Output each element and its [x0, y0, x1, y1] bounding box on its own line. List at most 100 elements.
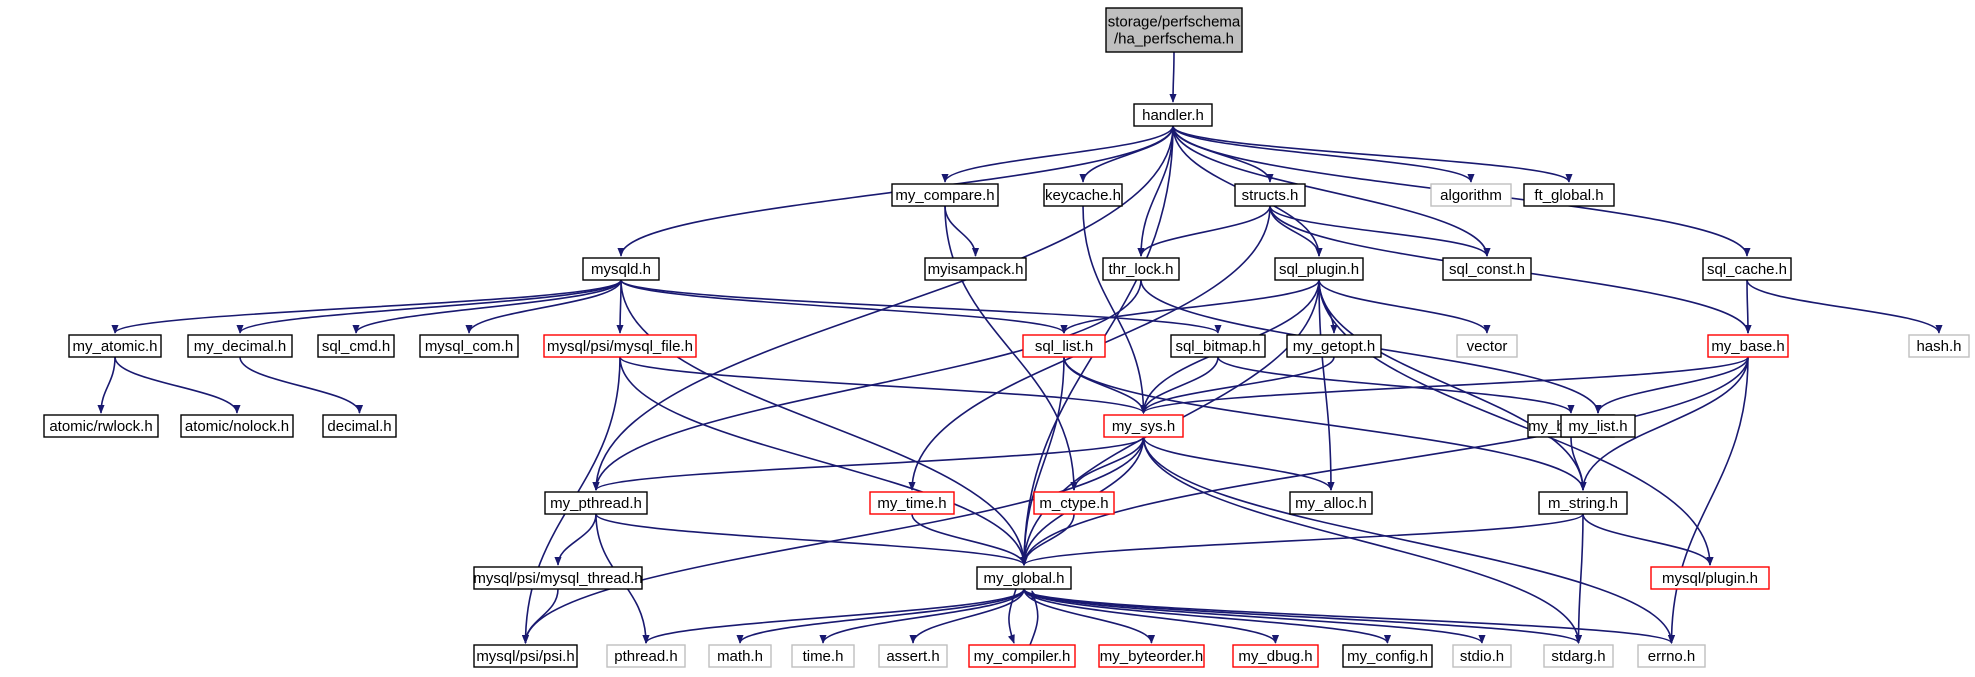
node-my-base[interactable]: my_base.h: [1707, 334, 1789, 358]
node-box: [1707, 334, 1789, 358]
edge-sql_plugin-to-vector: [1318, 279, 1491, 334]
edge-sql_cache-to-hash: [1746, 279, 1943, 334]
node-my-time[interactable]: my_time.h: [869, 491, 955, 515]
node-m-string[interactable]: m_string.h: [1538, 491, 1628, 515]
node-my-getopt[interactable]: my_getopt.h: [1286, 334, 1382, 358]
node-sql-cache[interactable]: sql_cache.h: [1702, 257, 1792, 281]
node-thr-lock[interactable]: thr_lock.h: [1102, 257, 1180, 281]
dependency-edge: [1029, 590, 1039, 646]
edge-sql_plugin-to-my_alloc: [1318, 279, 1335, 491]
node-vector[interactable]: vector: [1456, 334, 1518, 358]
node-m-ctype[interactable]: m_ctype.h: [1033, 491, 1115, 515]
node-keycache[interactable]: keycache.h: [1043, 183, 1123, 207]
edge-my_global-to-assert: [909, 588, 1025, 644]
node-decimal[interactable]: decimal.h: [322, 414, 397, 438]
node-stdarg[interactable]: stdarg.h: [1543, 644, 1614, 668]
edge-m_string-to-stdarg: [1574, 513, 1584, 644]
node-box: [791, 644, 855, 668]
node-box: [68, 334, 162, 358]
node-my-alloc[interactable]: my_alloc.h: [1289, 491, 1373, 515]
node-mysql-thread[interactable]: mysql/psi/mysql_thread.h: [473, 566, 643, 590]
node-my-global[interactable]: my_global.h: [976, 566, 1072, 590]
node-structs[interactable]: structs.h: [1234, 183, 1306, 207]
edge-mysqld-to-mysql_com: [465, 279, 622, 334]
dependency-edge: [1020, 513, 1584, 566]
edge-my_sys-to-my_alloc: [1142, 436, 1335, 491]
node-time[interactable]: time.h: [791, 644, 855, 668]
node-box: [1103, 414, 1184, 438]
dependency-edge: [620, 279, 1068, 334]
node-box: [1105, 7, 1243, 53]
node-my-compare[interactable]: my_compare.h: [891, 183, 999, 207]
dependency-edge: [1570, 436, 1587, 491]
node-box: [1022, 334, 1106, 358]
node-my-dbug[interactable]: my_dbug.h: [1232, 644, 1319, 668]
node-mysql-file[interactable]: mysql/psi/mysql_file.h: [543, 334, 697, 358]
dependency-edge: [239, 356, 364, 414]
edge-mysqld-to-my_global: [620, 279, 1028, 566]
node-my-byteorder[interactable]: my_byteorder.h: [1098, 644, 1205, 668]
node-sql-plugin[interactable]: sql_plugin.h: [1274, 257, 1364, 281]
node-label: structs.h: [1242, 187, 1299, 204]
node-psi[interactable]: mysql/psi/psi.h: [473, 644, 578, 668]
node-label: my_time.h: [877, 495, 946, 512]
node-algorithm[interactable]: algorithm: [1430, 183, 1512, 207]
node-my-config[interactable]: my_config.h: [1342, 644, 1433, 668]
node-stdio[interactable]: stdio.h: [1452, 644, 1512, 668]
node-my-list[interactable]: my_list.h: [1560, 414, 1636, 438]
node-label: my_byteorder.h: [1100, 648, 1203, 665]
node-atomic-nolock[interactable]: atomic/nolock.h: [180, 414, 294, 438]
node-sql-cmd[interactable]: sql_cmd.h: [317, 334, 395, 358]
node-my-pthread[interactable]: my_pthread.h: [544, 491, 648, 515]
node-label: my_base.h: [1711, 338, 1784, 355]
dependency-edge: [595, 513, 1028, 566]
node-pthread[interactable]: pthread.h: [606, 644, 686, 668]
node-label: thr_lock.h: [1108, 261, 1173, 278]
edge-mysqld-to-my_atomic: [111, 279, 622, 334]
node-label: stdio.h: [1460, 648, 1504, 665]
node-handler[interactable]: handler.h: [1133, 103, 1213, 127]
node-assert[interactable]: assert.h: [878, 644, 948, 668]
node-label: my_alloc.h: [1295, 495, 1367, 512]
dependency-edge: [1172, 125, 1573, 183]
node-label: atomic/rwlock.h: [49, 418, 152, 435]
edge-my_getopt-to-my_sys: [1139, 356, 1335, 414]
edge-keycache-to-my_sys: [1082, 205, 1148, 414]
node-atomic-rwlock[interactable]: atomic/rwlock.h: [43, 414, 159, 438]
edge-my_compare-to-m_ctype: [944, 205, 1078, 491]
node-label: atomic/nolock.h: [185, 418, 289, 435]
node-root[interactable]: storage/perfschema/ha_perfschema.h: [1105, 7, 1243, 53]
node-sql-const[interactable]: sql_const.h: [1442, 257, 1532, 281]
node-box: [1523, 183, 1615, 207]
dependency-edge: [642, 588, 1025, 644]
node-my-sys[interactable]: my_sys.h: [1103, 414, 1184, 438]
node-sql-bitmap[interactable]: sql_bitmap.h: [1170, 334, 1266, 358]
node-my-compiler[interactable]: my_compiler.h: [968, 644, 1076, 668]
node-my-decimal[interactable]: my_decimal.h: [187, 334, 293, 358]
node-my-atomic[interactable]: my_atomic.h: [68, 334, 162, 358]
node-label: vector: [1467, 338, 1508, 355]
dependency-edge: [1007, 588, 1017, 644]
edge-root-to-handler: [1169, 51, 1177, 103]
node-hash[interactable]: hash.h: [1908, 334, 1970, 358]
edge-m_string-to-mysql_plugin: [1582, 513, 1714, 566]
node-mysql-plugin[interactable]: mysql/plugin.h: [1650, 566, 1770, 590]
node-label: sql_const.h: [1449, 261, 1525, 278]
node-box: [1170, 334, 1266, 358]
node-label: my_compare.h: [895, 187, 994, 204]
node-myisampack[interactable]: myisampack.h: [924, 257, 1027, 281]
dependency-edge: [1060, 279, 1320, 334]
node-label: my_sys.h: [1112, 418, 1175, 435]
node-box: [1133, 103, 1213, 127]
node-ft-global[interactable]: ft_global.h: [1523, 183, 1615, 207]
node-mysqld[interactable]: mysqld.h: [582, 257, 660, 281]
node-errno[interactable]: errno.h: [1637, 644, 1706, 668]
edge-my_global-to-stdarg: [1023, 588, 1582, 644]
node-sql-list[interactable]: sql_list.h: [1022, 334, 1106, 358]
dependency-edge: [1063, 356, 1587, 491]
node-mysql-com[interactable]: mysql_com.h: [419, 334, 519, 358]
node-math[interactable]: math.h: [708, 644, 772, 668]
dependency-edge: [819, 588, 1025, 644]
dependency-edge: [1579, 356, 1749, 491]
edge-my_global-to-errno: [1023, 588, 1675, 644]
